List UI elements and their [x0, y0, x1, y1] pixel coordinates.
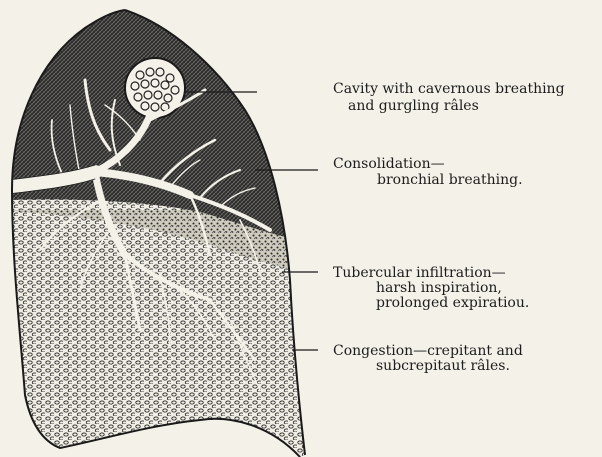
label-tubercular-line3: prolonged expiratiou. — [376, 296, 529, 311]
label-cavity-line1: Cavity with cavernous breathing — [333, 82, 565, 97]
label-cavity-line2: and gurgling râles — [348, 99, 479, 114]
label-tubercular-line1: Tubercular infiltration— — [333, 266, 506, 281]
label-consolidation-line2: bronchial breathing. — [377, 173, 523, 188]
label-congestion-line2: subcrepitaut râles. — [376, 359, 510, 374]
cavity-circle — [125, 58, 185, 118]
label-tubercular-line2: harsh inspiration, — [376, 281, 502, 296]
label-consolidation-line1: Consolidation— — [333, 157, 445, 172]
label-congestion-line1: Congestion—crepitant and — [333, 344, 523, 359]
lung-regions — [0, 0, 320, 457]
